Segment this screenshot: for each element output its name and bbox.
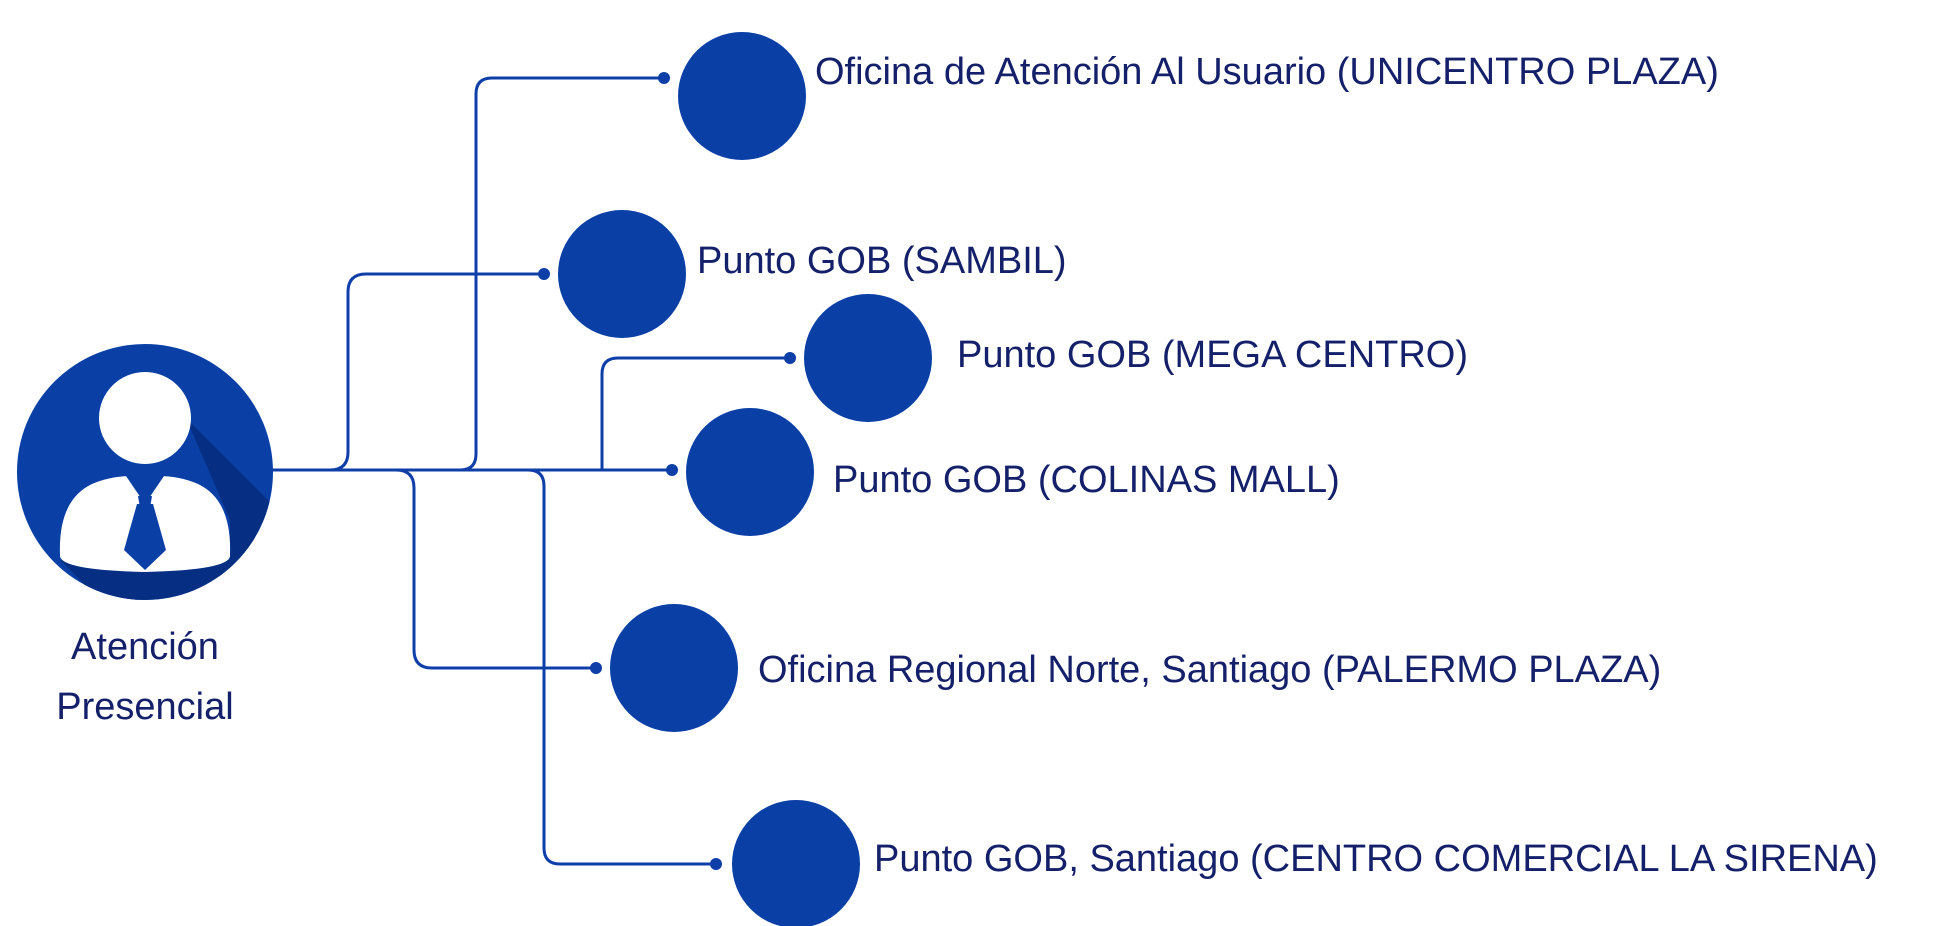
root-node[interactable] xyxy=(17,344,320,700)
location-label-palermo[interactable]: Oficina Regional Norte, Santiago (PALERM… xyxy=(758,649,1662,691)
root-label: Atención Presencial xyxy=(20,617,270,737)
endpoint-dot-colinas xyxy=(666,464,678,476)
endpoint-dot-sirena xyxy=(710,858,722,870)
node-circle-sirena[interactable] xyxy=(732,800,860,926)
person-tie-knot xyxy=(138,496,152,508)
endpoint-dot-sambil xyxy=(538,268,550,280)
location-nodes xyxy=(558,32,932,926)
node-circle-sambil[interactable] xyxy=(558,210,686,338)
node-circle-colinas[interactable] xyxy=(686,408,814,536)
endpoint-dot-unicentro xyxy=(658,72,670,84)
location-label-colinas[interactable]: Punto GOB (COLINAS MALL) xyxy=(833,459,1340,501)
connector-sambil xyxy=(270,272,546,472)
endpoint-dot-palermo xyxy=(590,662,602,674)
node-circle-megacentro[interactable] xyxy=(804,294,932,422)
connector-sirena xyxy=(270,468,718,866)
root-label-line1: Atención xyxy=(71,626,219,668)
connector-endpoints xyxy=(538,72,796,870)
location-label-unicentro[interactable]: Oficina de Atención Al Usuario (UNICENTR… xyxy=(815,51,1719,93)
connector-lines xyxy=(270,76,792,866)
person-tie xyxy=(124,504,166,570)
connector-palermo xyxy=(270,468,598,670)
root-label-line2: Presencial xyxy=(56,686,234,728)
endpoint-dot-megacentro xyxy=(784,352,796,364)
location-label-sirena[interactable]: Punto GOB, Santiago (CENTRO COMERCIAL LA… xyxy=(874,838,1878,880)
connector-megacentro xyxy=(600,356,792,472)
person-with-tie-icon xyxy=(59,372,273,600)
node-circle-palermo[interactable] xyxy=(610,604,738,732)
location-label-megacentro[interactable]: Punto GOB (MEGA CENTRO) xyxy=(957,334,1468,376)
location-label-sambil[interactable]: Punto GOB (SAMBIL) xyxy=(697,240,1067,282)
node-circle-unicentro[interactable] xyxy=(678,32,806,160)
person-collar xyxy=(126,476,164,504)
icon-long-shadow xyxy=(60,418,273,600)
person-head xyxy=(99,372,191,464)
